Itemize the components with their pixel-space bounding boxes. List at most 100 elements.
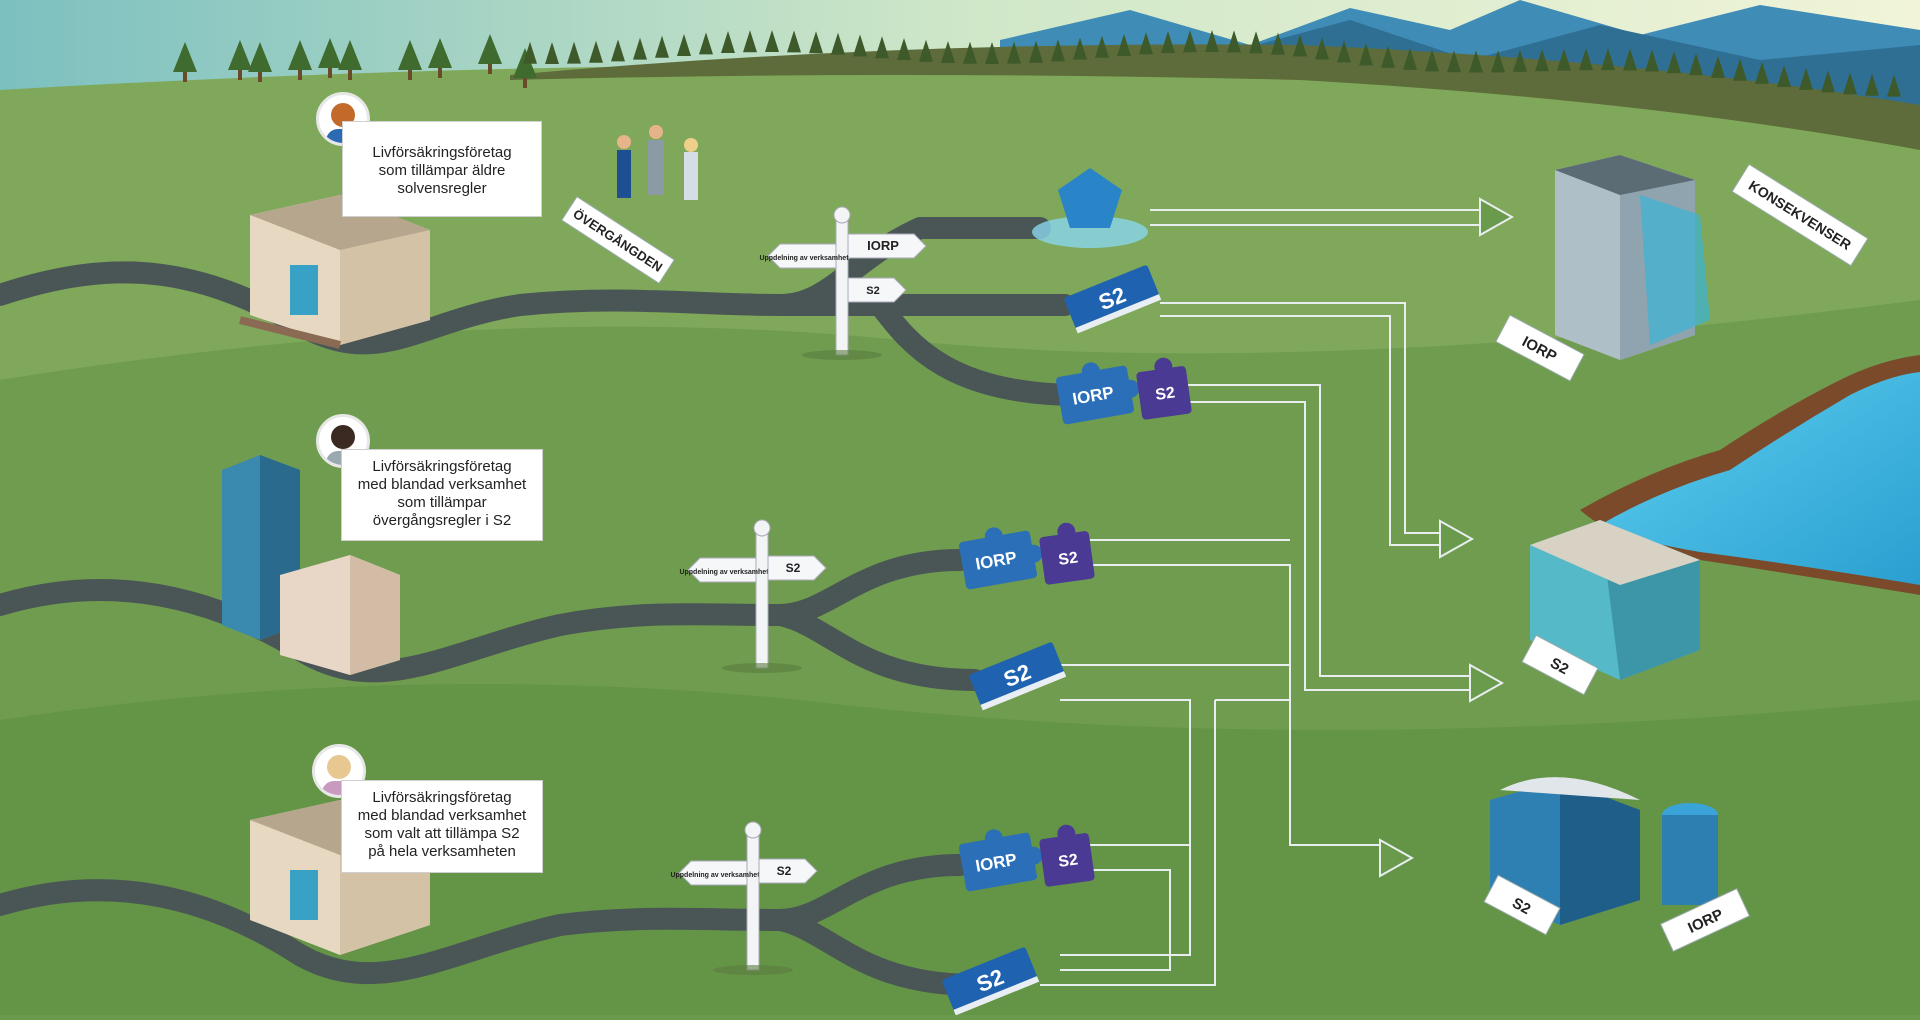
puzzle-s2: S2 — [1136, 357, 1192, 420]
info-box-c3-text: Livförsäkringsföretag med blandad verksa… — [357, 789, 527, 860]
pine-trees — [173, 30, 1901, 97]
pine-tree — [567, 41, 581, 64]
connector-line — [1160, 302, 1440, 534]
pine-tree — [1095, 35, 1109, 58]
road-2-branch — [769, 604, 986, 691]
person-icon — [331, 425, 355, 449]
signpost-arrow: Uppdelning av verksamhet — [679, 557, 769, 583]
pine-tree — [1447, 50, 1461, 73]
signpost-label: Uppdelning av verksamhet — [759, 255, 849, 262]
signpost-label: IORP — [867, 238, 899, 253]
road-3-branch — [769, 909, 986, 996]
connector-line — [1175, 401, 1470, 691]
outcome-building-mixed — [1490, 777, 1718, 925]
pine-tree — [1645, 49, 1659, 72]
person-icon — [327, 755, 351, 779]
connector-line — [1175, 384, 1470, 677]
pine-tree — [655, 35, 669, 58]
pine-tree — [1469, 50, 1483, 73]
pine-tree — [831, 32, 845, 55]
pine-tree — [1601, 48, 1615, 71]
pine-tree — [1403, 47, 1417, 70]
info-box-c1: Livförsäkringsföretag som tillämpar äldr… — [342, 121, 542, 217]
pine-tree — [1491, 50, 1505, 73]
pine-tree — [677, 33, 691, 56]
pine-tree — [1271, 32, 1285, 55]
pine-tree — [478, 34, 502, 74]
pine-tree — [1711, 55, 1725, 78]
pine-tree — [963, 41, 977, 64]
plaque-o2: S2 — [1521, 634, 1599, 696]
pine-tree — [1689, 53, 1703, 76]
arrow-head — [1479, 197, 1515, 237]
signpost-arrow: Uppdelning av verksamhet — [670, 860, 760, 886]
connector-line — [1060, 844, 1191, 956]
road-3 — [0, 854, 971, 985]
signpost: Uppdelning av verksamhet S2 — [670, 821, 818, 975]
info-box-c2-text: Livförsäkringsföretag med blandad verksa… — [357, 458, 527, 529]
pine-tree — [1557, 48, 1571, 71]
pine-tree — [743, 30, 757, 53]
pine-tree — [1029, 40, 1043, 63]
plaque-o2-text: S2 — [1547, 655, 1571, 679]
signpost-label: Uppdelning av verksamhet — [670, 872, 760, 879]
pine-tree — [919, 39, 933, 62]
pine-tree — [1799, 67, 1813, 90]
pine-tree — [1293, 34, 1307, 57]
plaque-o3-s2: S2 — [1483, 874, 1561, 936]
connector-line — [1040, 700, 1216, 986]
arrow-head — [1439, 519, 1475, 559]
pine-tree — [1579, 48, 1593, 71]
pine-tree — [765, 30, 779, 53]
s2-book: S2 — [942, 947, 1040, 1016]
pine-tree — [787, 30, 801, 53]
pine-tree — [1381, 45, 1395, 68]
pine-tree — [699, 32, 713, 55]
pine-tree — [1051, 39, 1065, 62]
signpost-label: S2 — [786, 561, 801, 575]
connector-line — [1090, 564, 1380, 846]
pine-tree — [338, 40, 362, 80]
plaque-o3-iorp: IORP — [1659, 887, 1751, 953]
signpost-label: S2 — [777, 864, 792, 878]
pine-tree — [318, 38, 342, 78]
pine-tree — [1161, 31, 1175, 54]
pine-tree — [1359, 43, 1373, 66]
plaque-o3-s2-text: S2 — [1509, 895, 1533, 919]
outcome-building-s2 — [1530, 520, 1700, 680]
signpost-label: S2 — [866, 285, 879, 297]
pine-tree — [1227, 30, 1241, 53]
signpost-arrow: S2 — [767, 555, 827, 581]
arrow-head — [1379, 838, 1415, 878]
pine-tree — [633, 37, 647, 60]
pine-tree — [248, 42, 272, 82]
road-1-branch-puzzle — [869, 294, 1091, 406]
pine-tree — [1117, 33, 1131, 56]
pine-tree — [1535, 49, 1549, 72]
connector-line — [1160, 315, 1440, 546]
pine-tree — [523, 41, 537, 64]
road-2 — [0, 549, 971, 683]
pine-tree — [1667, 51, 1681, 74]
pine-tree — [1755, 61, 1769, 84]
signpost-arrow: S2 — [758, 858, 818, 884]
pine-tree — [1887, 74, 1901, 97]
signpost-arrow: Uppdelning av verksamhet — [759, 243, 849, 269]
people-group — [617, 125, 698, 200]
treeline — [510, 44, 1920, 150]
pine-tree — [1205, 30, 1219, 53]
puzzle-iorp: IORP — [959, 829, 1043, 892]
pine-tree — [1007, 41, 1021, 64]
pine-tree — [1777, 64, 1791, 87]
pine-tree — [398, 40, 422, 80]
s2-book: S2 — [969, 642, 1067, 711]
roads — [0, 217, 1091, 996]
info-box-c1-text: Livförsäkringsföretag som tillämpar äldr… — [372, 144, 512, 197]
pine-tree — [809, 31, 823, 54]
pine-tree — [985, 41, 999, 64]
